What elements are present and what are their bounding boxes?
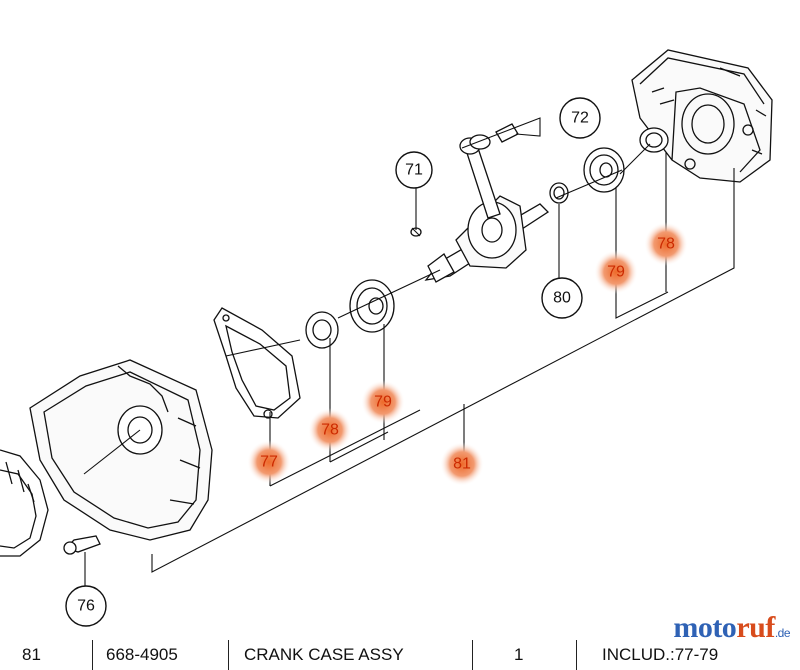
screw: [63, 535, 101, 555]
bearing-left: [349, 279, 395, 333]
svg-text:78: 78: [321, 422, 339, 439]
svg-text:77: 77: [260, 454, 278, 471]
svg-text:71: 71: [405, 162, 423, 179]
callout-79-right: 79: [594, 250, 638, 294]
column-divider: [228, 640, 229, 670]
svg-text:79: 79: [607, 264, 625, 281]
parts-list-row: 81 668-4905 CRANK CASE ASSY 1 INCLUD.:77…: [0, 636, 800, 670]
column-divider: [92, 640, 93, 670]
crankcase-right-half: [631, 49, 773, 183]
svg-text:78: 78: [657, 236, 675, 253]
callout-72: 72: [559, 97, 601, 139]
part-note: INCLUD.:77-79: [602, 645, 719, 664]
part-number: 668-4905: [106, 645, 178, 664]
column-divider: [576, 640, 577, 670]
crankcase-left-half: [29, 359, 213, 541]
oil-seal-left: [305, 311, 339, 349]
svg-text:81: 81: [453, 456, 471, 473]
callout-78-left: 78: [308, 408, 352, 452]
svg-text:80: 80: [553, 290, 571, 307]
part-description: CRANK CASE ASSY: [244, 645, 404, 664]
flywheel-fragment: [0, 449, 49, 557]
bearing-right: [583, 147, 625, 193]
oil-seal-right: [639, 127, 669, 153]
gasket: [213, 307, 301, 419]
callout-76: 76: [65, 585, 107, 627]
svg-text:79: 79: [374, 394, 392, 411]
svg-text:72: 72: [571, 110, 589, 127]
snap-ring: [549, 182, 569, 204]
column-divider: [472, 640, 473, 670]
callout-78-right: 78: [644, 222, 688, 266]
callout-79-left: 79: [361, 380, 405, 424]
callout-81: 81: [440, 442, 484, 486]
exploded-parts-diagram: 71 72 76 77 78 79 78 79 80 81: [0, 49, 773, 627]
callout-77: 77: [247, 440, 291, 484]
crankshaft: [424, 137, 550, 283]
callout-71: 71: [395, 151, 433, 189]
ref-number: 81: [22, 645, 41, 664]
watermark-logo: motoruf.de: [673, 611, 790, 644]
svg-text:76: 76: [77, 598, 95, 615]
quantity: 1: [514, 645, 524, 664]
needle-bearing: [469, 123, 519, 150]
callout-80: 80: [541, 277, 583, 319]
